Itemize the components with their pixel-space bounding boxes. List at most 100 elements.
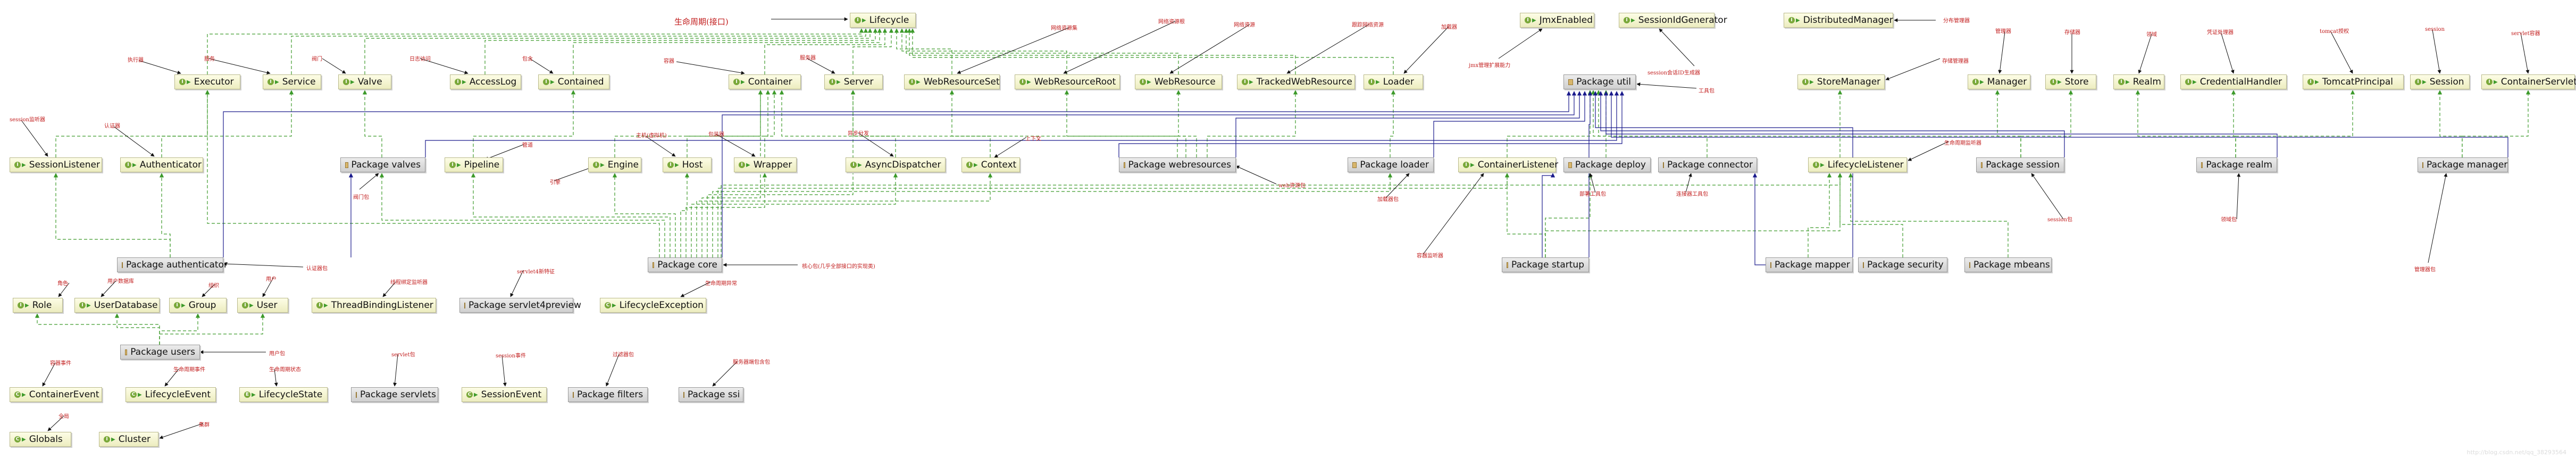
annotation: 生命周期异常: [705, 281, 737, 287]
globals-node[interactable]: C▶Globals: [10, 432, 71, 447]
dependency-edge: [484, 28, 878, 74]
dependency-edge: [712, 173, 1393, 257]
pkg-valves-node[interactable]: Package valves: [340, 157, 425, 172]
annotation-arrow: [645, 136, 676, 157]
pkg-ssi-node[interactable]: Package ssi: [679, 387, 743, 402]
interface-icon: I▶: [179, 79, 191, 85]
annotation: session: [2425, 27, 2445, 32]
pkg-deploy-node[interactable]: Package deploy: [1563, 157, 1651, 172]
role-node[interactable]: I▶Role: [13, 298, 63, 313]
annotation: servlet容器: [2511, 31, 2540, 37]
annotation: 管理器包: [2414, 267, 2436, 273]
enum-icon: E▶: [244, 391, 256, 398]
sessionidgenerator-node[interactable]: I▶SessionIdGenerator: [1619, 13, 1727, 28]
context-node[interactable]: I▶Context: [961, 157, 1020, 172]
pkg-authenticator-node[interactable]: Package authenticator: [117, 257, 228, 272]
loader-node[interactable]: I▶Loader: [1364, 74, 1423, 89]
class-icon: C▶: [466, 391, 478, 398]
pkg-manager-node[interactable]: Package manager: [2418, 157, 2508, 172]
containerservlet-node[interactable]: I▶ContainerServlet: [2481, 74, 2576, 89]
annotation-arrow: [1885, 58, 1941, 80]
dependency-edge: [362, 90, 382, 157]
pkg-startup-node[interactable]: Package startup: [1502, 257, 1589, 272]
sessionevent-node[interactable]: C▶SessionEvent: [462, 387, 547, 402]
sessionlistener-node[interactable]: I▶SessionListener: [10, 157, 102, 172]
pkg-servlet4preview-node[interactable]: Package servlet4preview: [459, 298, 581, 313]
annotation-arrow: [202, 283, 215, 297]
group-node[interactable]: I▶Group: [169, 298, 227, 313]
wrapper-node[interactable]: I▶Wrapper: [734, 157, 797, 172]
pkg-session-node[interactable]: Package session: [1976, 157, 2064, 172]
accesslog-node[interactable]: I▶AccessLog: [450, 74, 521, 89]
lifecycleevent-node[interactable]: C▶LifecycleEvent: [126, 387, 216, 402]
distributedmanager-node[interactable]: I▶DistributedManager: [1784, 13, 1893, 28]
pkg-util-node[interactable]: Package util: [1563, 74, 1636, 89]
cluster-node[interactable]: I▶Cluster: [99, 432, 158, 447]
pkg-realm-node[interactable]: Package realm: [2196, 157, 2277, 172]
executor-node[interactable]: I▶Executor: [174, 74, 240, 89]
lifecyclestate-node[interactable]: E▶LifecycleState: [239, 387, 328, 402]
pkg-mbeans-node[interactable]: Package mbeans: [1964, 257, 2052, 272]
pkg-webresources-node[interactable]: Package webresources: [1119, 157, 1236, 172]
pkg-filters-node[interactable]: Package filters: [568, 387, 648, 402]
association-edge: [425, 91, 1619, 157]
server-node[interactable]: I▶Server: [824, 74, 883, 89]
trackedwebresource-node[interactable]: I▶TrackedWebResource: [1237, 74, 1355, 89]
dependency-edge: [35, 313, 160, 345]
manager-node[interactable]: I▶Manager: [1968, 74, 2030, 89]
dependency-edge: [1390, 90, 1396, 157]
annotation-arrow: [274, 369, 278, 387]
lifecycleexception-node[interactable]: C▶LifecycleException: [600, 298, 706, 313]
host-node[interactable]: I▶Host: [663, 157, 712, 172]
realm-node[interactable]: I▶Realm: [2113, 74, 2164, 89]
webresource-node[interactable]: I▶WebResource: [1135, 74, 1222, 89]
annotation: 线程绑定监听器: [390, 280, 428, 286]
annotation: 管道: [522, 143, 533, 148]
class-icon: C▶: [130, 391, 142, 398]
userdatabase-node[interactable]: I▶UserDatabase: [74, 298, 160, 313]
interface-icon: I▶: [316, 302, 328, 308]
storemanager-node[interactable]: I▶StoreManager: [1797, 74, 1885, 89]
folder-icon: [1981, 162, 1983, 168]
pkg-security-node[interactable]: Package security: [1858, 257, 1947, 272]
container-node[interactable]: I▶Container: [729, 74, 801, 89]
annotation: 认证器包: [306, 266, 328, 272]
webresourceset-node[interactable]: I▶WebResourceSet: [904, 74, 1000, 89]
pkg-users-node[interactable]: Package users: [120, 345, 200, 360]
service-node[interactable]: I▶Service: [263, 74, 321, 89]
contained-node[interactable]: I▶Contained: [538, 74, 609, 89]
pkg-mapper-node[interactable]: Package mapper: [1766, 257, 1853, 272]
lifecyclelistener-node[interactable]: I▶LifecycleListener: [1808, 157, 1907, 172]
interface-icon: I▶: [2185, 79, 2197, 85]
containerlistener-node[interactable]: I▶ContainerListener: [1458, 157, 1558, 172]
interface-icon: I▶: [1802, 79, 1814, 85]
interface-icon: I▶: [18, 302, 29, 308]
threadbindinglistener-node[interactable]: I▶ThreadBindingListener: [312, 298, 436, 313]
annotation: session包: [2047, 217, 2072, 223]
containerevent-node[interactable]: C▶ContainerEvent: [10, 387, 102, 402]
authenticator-node[interactable]: I▶Authenticator: [120, 157, 203, 172]
webresourceroot-node[interactable]: I▶WebResourceRoot: [1015, 74, 1120, 89]
lifecycle-node[interactable]: I▶Lifecycle: [850, 13, 916, 28]
dependency-edge: [291, 28, 868, 74]
dependency-edge: [904, 28, 1179, 74]
folder-icon: [1863, 262, 1864, 268]
annotation: servlet4新特征: [517, 269, 555, 275]
credentialhandler-node[interactable]: I▶CredentialHandler: [2180, 74, 2287, 89]
dependency-edge: [696, 173, 993, 257]
asyncdispatcher-node[interactable]: I▶AsyncDispatcher: [846, 157, 946, 172]
valve-node[interactable]: I▶Valve: [338, 74, 391, 89]
pkg-loader-node[interactable]: Package loader: [1348, 157, 1434, 172]
user-node[interactable]: I▶User: [237, 298, 288, 313]
jmxenabled-node[interactable]: I▶JmxEnabled: [1520, 13, 1594, 28]
engine-node[interactable]: I▶Engine: [588, 157, 641, 172]
pipeline-node[interactable]: I▶Pipeline: [445, 157, 503, 172]
dependency-edge: [1848, 173, 2009, 257]
pkg-connector-node[interactable]: Package connector: [1658, 157, 1757, 172]
folder-icon: [1124, 162, 1125, 168]
session-node[interactable]: I▶Session: [2410, 74, 2470, 89]
pkg-servlets-node[interactable]: Package servlets: [351, 387, 438, 402]
store-node[interactable]: I▶Store: [2045, 74, 2096, 89]
pkg-core-node[interactable]: Package core: [648, 257, 722, 272]
tomcatprincipal-node[interactable]: I▶TomcatPrincipal: [2303, 74, 2404, 89]
